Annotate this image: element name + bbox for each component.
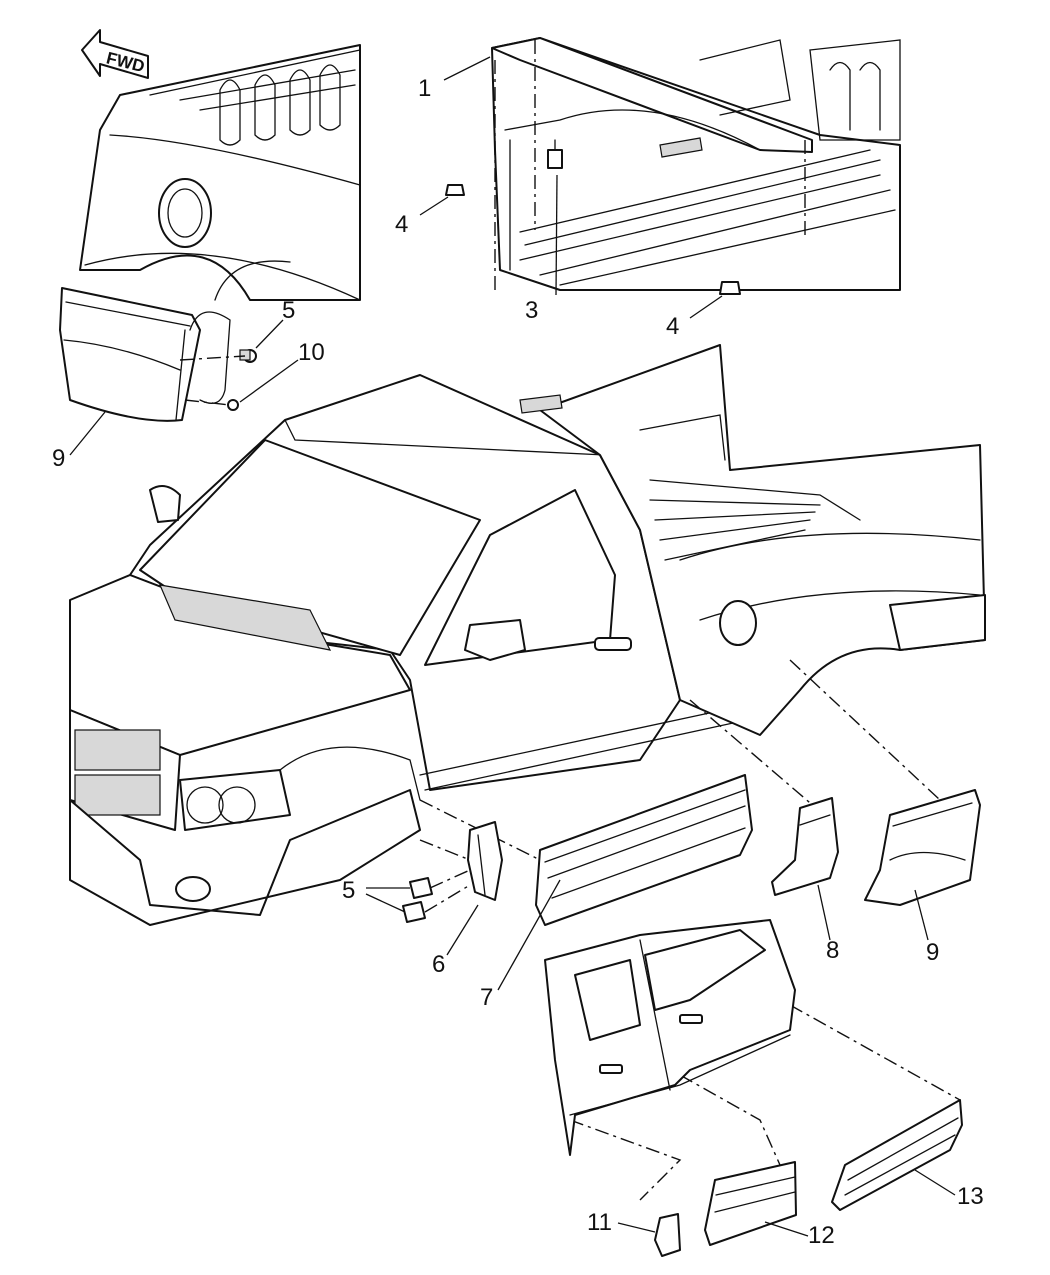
callout-5-inset: 5 <box>282 297 295 324</box>
callout-7: 7 <box>480 984 493 1011</box>
callout-9-main: 9 <box>926 939 939 966</box>
callout-6: 6 <box>432 951 445 978</box>
inset-fasteners <box>179 311 257 411</box>
callout-8: 8 <box>826 937 839 964</box>
bed-nut-fasteners <box>445 184 741 295</box>
callout-4-lower: 4 <box>666 313 679 340</box>
callout-11: 11 <box>587 1209 612 1236</box>
part-7-door-molding <box>535 774 753 926</box>
callout-12: 12 <box>808 1222 835 1249</box>
part-6-fender-extension <box>467 821 503 901</box>
part-8-cab-molding <box>771 797 839 896</box>
part-12-molding <box>704 1161 797 1246</box>
rear-quarter-inset <box>79 44 361 301</box>
part-9-rear-flare <box>864 789 981 906</box>
truck-body <box>69 344 986 926</box>
callout-numbers: 1 3 4 4 5 5 6 7 8 9 9 10 11 12 13 <box>52 75 984 1249</box>
fwd-label: FWD <box>104 48 146 76</box>
quad-cab-doors <box>544 919 796 1156</box>
callout-5-main: 5 <box>342 877 355 904</box>
callout-10: 10 <box>298 339 325 366</box>
part-5-bolts <box>402 869 471 923</box>
bed-interior-inset <box>491 37 901 291</box>
part-11-molding <box>654 1213 681 1257</box>
part-9-rear-flare-inset <box>59 287 201 422</box>
leader-lines <box>69 56 956 1237</box>
callout-13: 13 <box>957 1183 984 1210</box>
callout-3: 3 <box>525 297 538 324</box>
forward-arrow-icon: FWD <box>81 29 149 79</box>
part-13-molding <box>831 1099 963 1211</box>
callout-4-upper: 4 <box>395 211 408 238</box>
callout-9-inset: 9 <box>52 445 65 472</box>
callout-1: 1 <box>418 75 431 102</box>
